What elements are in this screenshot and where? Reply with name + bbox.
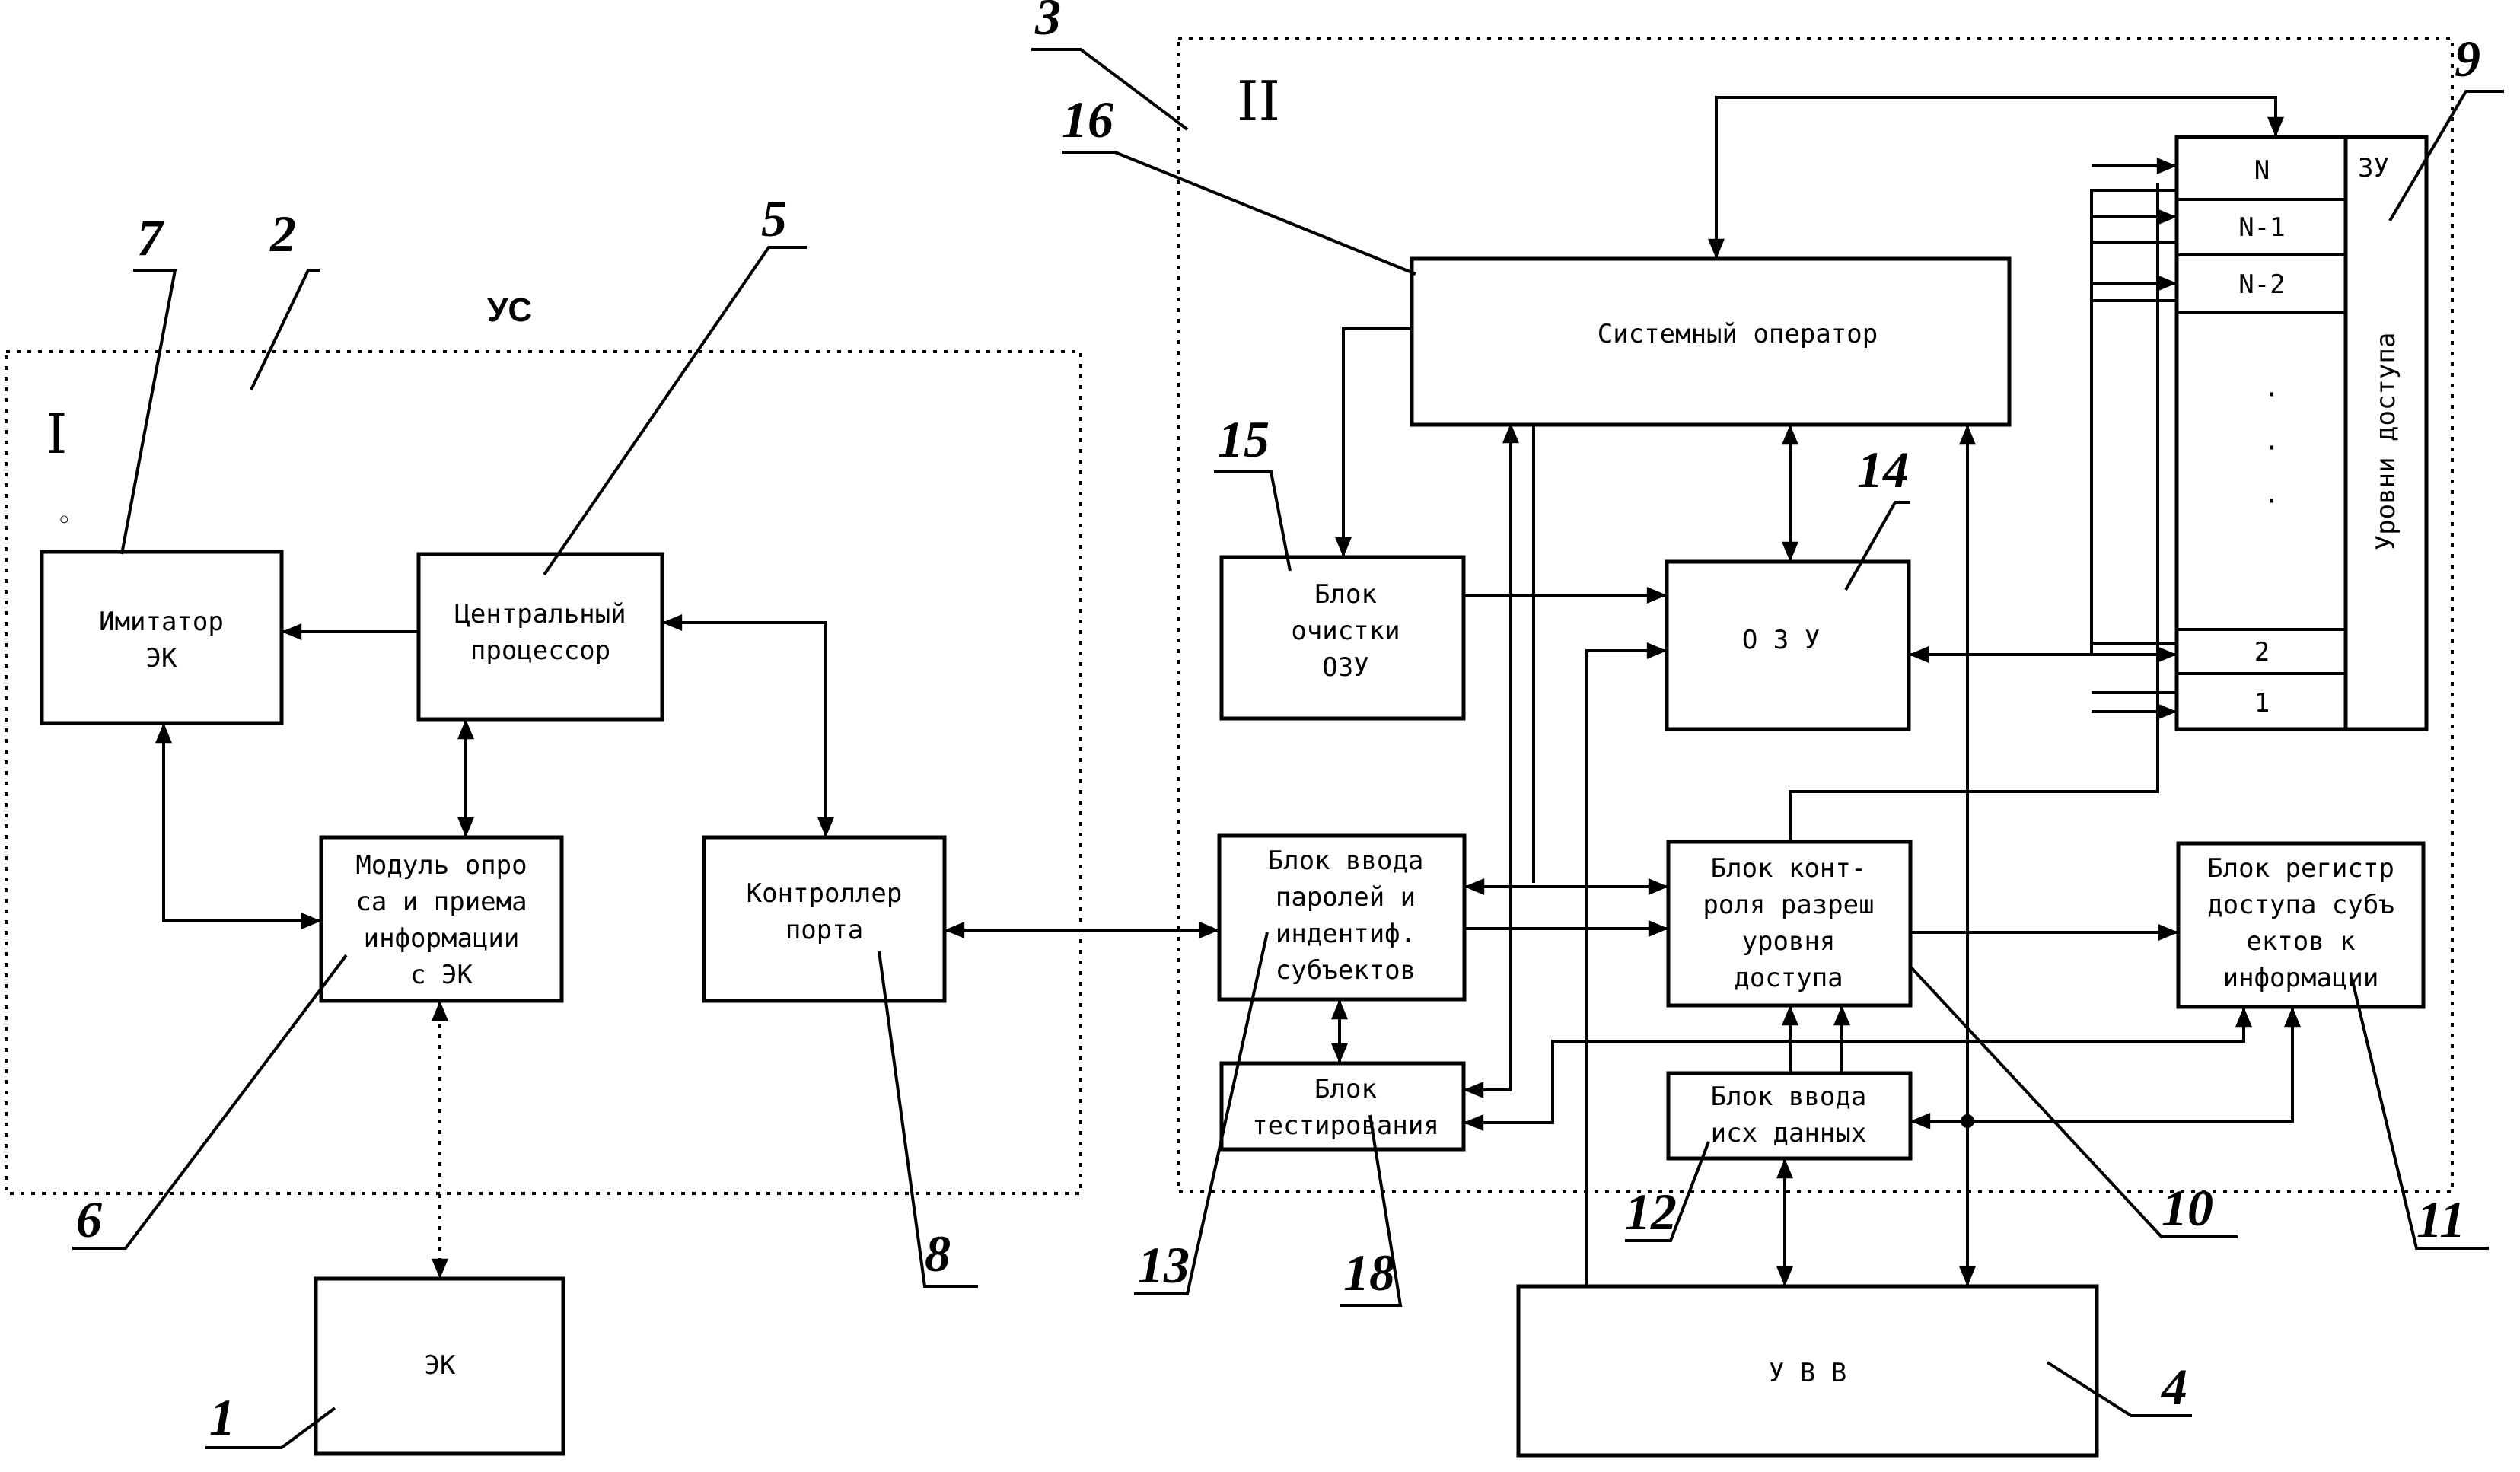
svg-text:14: 14: [1857, 441, 1909, 499]
cpu-block: Центральный процессор: [419, 554, 662, 719]
ref-5: 5: [544, 190, 807, 575]
ram-clear-line-1: Блок: [1314, 579, 1377, 610]
svg-text:1: 1: [209, 1388, 235, 1446]
ref-9: 9: [2390, 30, 2504, 221]
svg-text:7: 7: [137, 209, 165, 266]
cpu-line-1: Центральный: [454, 599, 626, 629]
system-operator-block: Системный оператор: [1412, 259, 2009, 425]
io-device-block: У В В: [1518, 1286, 2097, 1455]
svg-text:3: 3: [1034, 0, 1061, 46]
memory-ellipsis-3: ·: [2264, 486, 2279, 517]
memory-level-2: 2: [2254, 637, 2270, 667]
ek-block: ЭК: [316, 1279, 563, 1454]
wire-cpu-port-controller: [664, 623, 826, 836]
svg-text:5: 5: [761, 190, 787, 247]
ek-simulator-line-1: Имитатор: [99, 607, 224, 637]
memory-ellipsis-1: ·: [2264, 380, 2279, 410]
ram-clear-line-2: очистки: [1291, 616, 1400, 646]
svg-text:13: 13: [1138, 1236, 1190, 1294]
testing-block: Блок тестирования: [1222, 1063, 1464, 1149]
svg-text:4: 4: [2160, 1358, 2187, 1416]
memory-level-n-2: N-2: [2238, 269, 2285, 300]
svg-text:15: 15: [1218, 410, 1270, 468]
svg-text:10: 10: [2162, 1179, 2213, 1237]
wire-operator-ram-clear: [1343, 329, 1412, 556]
region-label-us: УС: [487, 292, 532, 329]
svg-text:9: 9: [2455, 30, 2480, 88]
io-device-label: У В В: [1769, 1358, 1846, 1388]
port-controller-line-2: порта: [785, 915, 863, 945]
ref-11: 11: [2352, 978, 2489, 1248]
ref-6: 6: [72, 955, 346, 1248]
svg-text:18: 18: [1343, 1244, 1395, 1302]
section-label-ii: II: [1237, 69, 1280, 133]
svg-text:16: 16: [1062, 91, 1113, 148]
region-i-border: [6, 352, 1081, 1193]
svg-text:6: 6: [76, 1190, 102, 1248]
svg-text:8: 8: [925, 1225, 951, 1282]
data-input-line-1: Блок ввода: [1711, 1082, 1867, 1112]
memory-unit: ЗУ N N-1 N-2 · · · 2 1 Уровни доступа: [2177, 137, 2426, 729]
section-label-i: I: [46, 402, 67, 466]
access-register-block: Блок регистрдоступа субъектов кинформаци…: [2178, 843, 2423, 1007]
svg-text:12: 12: [1625, 1183, 1677, 1241]
memory-level-1: 1: [2254, 688, 2270, 718]
ref-15: 15: [1214, 410, 1290, 571]
password-input-line-2: паролей и: [1276, 882, 1416, 913]
small-mark: ◦: [56, 505, 72, 536]
port-controller-block: Контроллер порта: [704, 837, 945, 1001]
data-input-line-2: исх данных: [1711, 1118, 1867, 1149]
access-register-line-3: ектов к: [2246, 926, 2355, 957]
password-input-block: Блок ввода паролей и индентиф. субъектов: [1219, 836, 1464, 999]
testing-line-2: тестирования: [1252, 1110, 1439, 1141]
access-register-line-1: Блок регистр: [2207, 853, 2394, 884]
cpu-line-2: процессор: [470, 636, 610, 666]
access-control-line-3: уровня: [1742, 926, 1836, 957]
access-control-block: Блок конт-роля разреш уровня доступа: [1668, 842, 1910, 1005]
ek-simulator-block: ИмитаторЭК: [42, 552, 282, 723]
poll-module-line-3: информации: [364, 923, 520, 954]
poll-module-block: Модуль опро са и приема информации с ЭК: [321, 837, 562, 1001]
password-input-line-3: индентиф.: [1276, 919, 1416, 949]
junction-dot: [1961, 1114, 1974, 1128]
ram-clear-block: Блок очисткиОЗУ: [1222, 557, 1464, 718]
password-input-line-1: Блок ввода: [1268, 846, 1424, 876]
access-control-line-2: роля разреш: [1703, 890, 1874, 920]
svg-text:11: 11: [2416, 1190, 2465, 1248]
system-operator-label: Системный оператор: [1598, 319, 1878, 349]
poll-module-line-4: с ЭК: [410, 960, 473, 990]
ram-label: О З У: [1742, 625, 1820, 655]
ram-clear-line-3: ОЗУ: [1322, 652, 1368, 683]
poll-module-line-2: са и приема: [355, 887, 527, 917]
ek-simulator-line-2: ЭК: [146, 643, 177, 674]
memory-level-n: N: [2254, 155, 2270, 186]
ref-7: 7: [122, 209, 175, 554]
wire-bus-to-levels: [2092, 190, 2175, 655]
password-input-line-4: субъектов: [1276, 955, 1416, 986]
memory-side-label: Уровни доступа: [2371, 333, 2401, 551]
poll-module-line-1: Модуль опро: [355, 850, 527, 881]
testing-line-1: Блок: [1314, 1074, 1377, 1104]
access-register-line-2: доступа субъ: [2207, 890, 2394, 920]
ram-block: О З У: [1667, 562, 1909, 729]
memory-ellipsis-2: ·: [2264, 433, 2279, 464]
port-controller-line-1: Контроллер: [747, 878, 903, 909]
data-input-block: Блок ввода исх данных: [1668, 1073, 1910, 1158]
svg-text:2: 2: [269, 205, 296, 263]
wire-operator-testing: [1465, 425, 1511, 1090]
access-control-line-1: Блок конт-: [1711, 853, 1867, 884]
access-control-line-4: доступа: [1734, 963, 1843, 993]
wire-simulator-module: [164, 725, 320, 921]
memory-title: ЗУ: [2358, 153, 2389, 183]
memory-level-n-1: N-1: [2238, 212, 2285, 243]
ek-label: ЭК: [425, 1350, 456, 1381]
ref-2: 2: [251, 205, 320, 390]
